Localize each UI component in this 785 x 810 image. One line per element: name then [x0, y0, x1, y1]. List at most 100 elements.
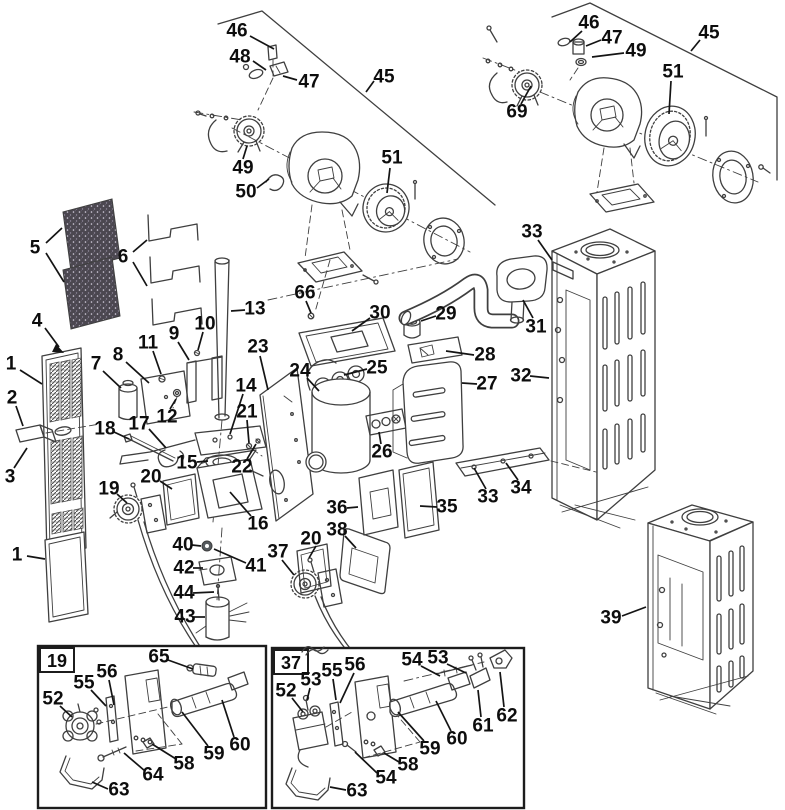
callout-49-4: 49 [232, 158, 253, 179]
callout-52-64: 52 [42, 689, 63, 710]
callout-56-72: 56 [344, 655, 365, 676]
screw-64 [97, 746, 127, 762]
inset-box-37 [270, 645, 526, 810]
leader-line-59 [397, 711, 425, 742]
leader-line-15 [196, 460, 209, 463]
leader-line-54 [354, 751, 378, 774]
callout-69-12: 69 [506, 102, 527, 123]
mounting-screws-icon [195, 110, 229, 121]
leader-line-21 [246, 419, 250, 444]
clip-58a [142, 737, 155, 749]
callout-13-25: 13 [244, 299, 265, 320]
callout-38-52: 38 [326, 520, 347, 541]
blower-housing-right [572, 77, 643, 159]
leader-line-56 [108, 679, 115, 706]
filters-5 [62, 198, 121, 330]
leader-line-52 [59, 705, 73, 718]
callout-56-62: 56 [96, 662, 117, 683]
leader-line-66 [305, 300, 312, 314]
casing-39 [647, 504, 754, 715]
callout-33-47: 33 [521, 222, 542, 243]
callout-45-10: 45 [698, 23, 720, 44]
blower-base-plate-right [589, 147, 655, 213]
leader-line-2 [15, 405, 24, 427]
callout-26-41: 26 [371, 442, 392, 463]
leader-line-69 [520, 85, 532, 105]
screw-54b [341, 740, 357, 753]
leader-line-62 [499, 671, 505, 708]
vent-pipe [398, 273, 520, 329]
leader-line-45 [365, 80, 375, 93]
callout-46-0: 46 [226, 21, 247, 42]
panel-35 [398, 461, 440, 539]
shaft-pin-right [703, 115, 771, 174]
callout-28-43: 28 [474, 345, 495, 366]
burner-19 [109, 482, 202, 649]
callout-3-18: 3 [5, 467, 16, 488]
leader-line-50 [256, 178, 270, 189]
leader-line-54 [420, 665, 441, 677]
leader-line-22 [246, 443, 257, 460]
leader-line-1 [26, 555, 46, 560]
leader-line-38 [344, 535, 357, 549]
callout-65-61: 65 [148, 647, 170, 668]
grommet-40 [201, 540, 213, 552]
leader-line-55 [90, 689, 107, 707]
leader-line-55 [332, 678, 337, 701]
inset-box-label-37: 37 [281, 653, 301, 673]
leader-line-63 [329, 786, 347, 791]
leader-line-51 [386, 167, 391, 194]
callout-55-73: 55 [321, 661, 343, 682]
leader-line-60 [435, 700, 452, 732]
callout-61-78: 61 [472, 716, 494, 737]
arrowhead [52, 344, 64, 353]
leader-line-63 [91, 781, 109, 790]
callout-14-29: 14 [235, 376, 257, 397]
duct-38 [339, 528, 391, 595]
leader-line-14 [229, 393, 244, 435]
callout-21-30: 21 [236, 402, 258, 423]
blower-base-plate-left [297, 204, 379, 285]
burner-tube-59-60b [388, 671, 471, 718]
leader-line-53 [306, 687, 311, 701]
leader-line-46 [569, 30, 583, 43]
cabinet-32 [551, 228, 656, 529]
bracket-33-34 [455, 447, 597, 477]
leader-line-60 [221, 699, 235, 738]
callout-15-31: 15 [176, 453, 198, 474]
callout-33-48: 33 [477, 487, 498, 508]
callout-34-49: 34 [510, 478, 532, 499]
leader-line-6 [132, 239, 148, 253]
leader-line-9 [177, 341, 190, 361]
leader-line-30 [351, 317, 371, 332]
callout-35-50: 35 [436, 497, 458, 518]
leader-line-58 [151, 743, 177, 760]
callout-36-51: 36 [326, 498, 347, 519]
shaft-pin-left [412, 179, 418, 200]
callout-16-33: 16 [247, 514, 268, 535]
blower-wheel-left [362, 183, 410, 233]
lower-panel-1 [44, 531, 89, 623]
callout-55-63: 55 [73, 673, 95, 694]
vent-fitting-parts [242, 44, 289, 111]
callout-39-60: 39 [600, 608, 621, 629]
callout-43-59: 43 [174, 607, 195, 628]
leader-line-59 [181, 711, 209, 747]
callout-64-65: 64 [142, 765, 164, 786]
callout-54-81: 54 [375, 768, 397, 789]
leader-line-35 [419, 505, 438, 508]
callout-20-53: 20 [300, 529, 321, 550]
spring-hook-icon [488, 72, 508, 104]
callout-22-32: 22 [231, 457, 252, 478]
callout-19-35: 19 [98, 479, 119, 500]
callout-30-38: 30 [369, 303, 390, 324]
leader-lines [13, 30, 701, 791]
bracket-9 [186, 355, 223, 404]
manifold-plate-26 [365, 408, 407, 436]
callout-17-28: 17 [128, 414, 149, 435]
callout-58-67: 58 [173, 754, 194, 775]
leader-line-13 [230, 309, 246, 312]
leader-line-40 [191, 544, 202, 547]
callout-48-1: 48 [229, 47, 250, 68]
